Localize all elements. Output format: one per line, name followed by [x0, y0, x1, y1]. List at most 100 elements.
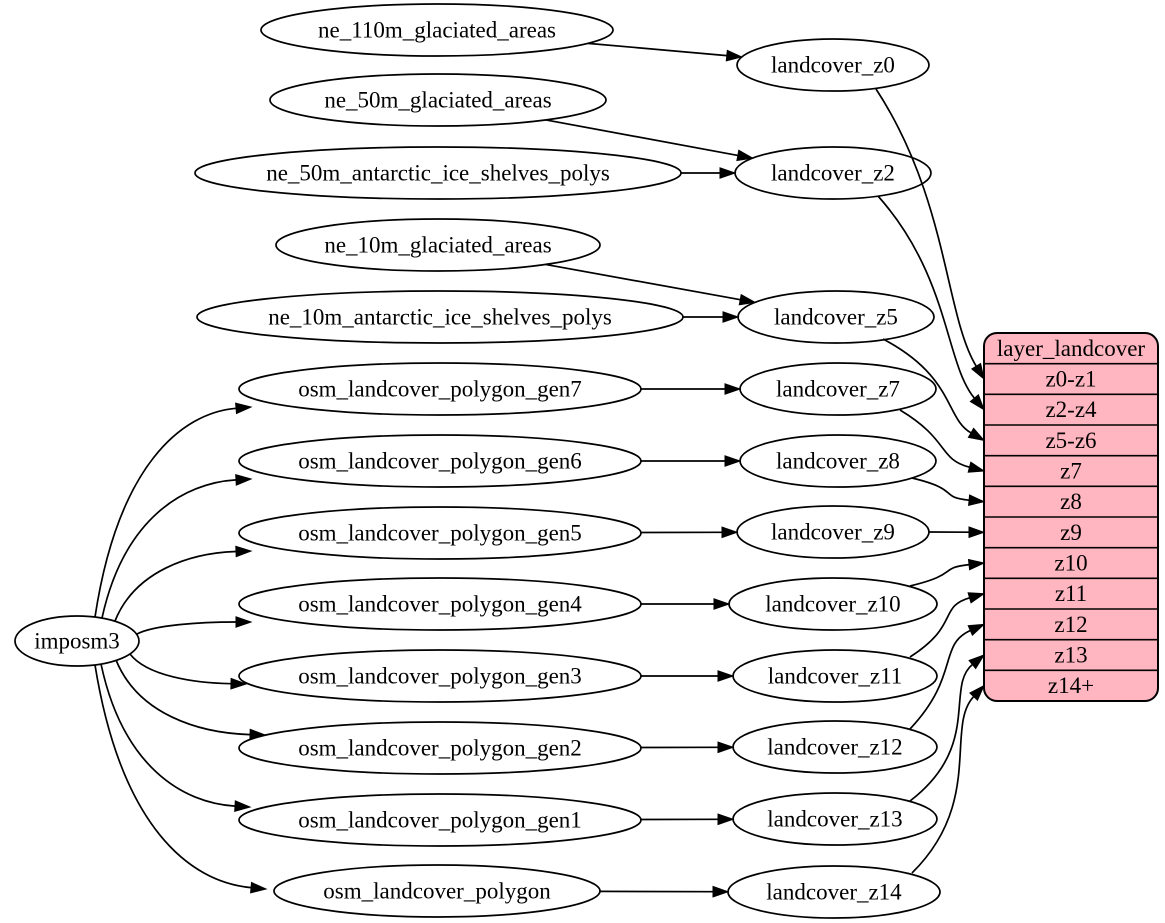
edge-line [94, 407, 237, 618]
node-osm_landcover_polygon_gen1: osm_landcover_polygon_gen1 [238, 793, 642, 847]
node-landcover_z2: landcover_z2 [734, 146, 932, 200]
edge-imposm3-to-osm_landcover_polygon_gen3 [129, 653, 248, 690]
edge-line [911, 477, 970, 502]
node-shape [260, 3, 614, 57]
arrowhead-icon [250, 881, 268, 894]
arrowhead-icon [725, 49, 744, 62]
node-label: osm_landcover_polygon_gen2 [298, 736, 582, 761]
edge-imposm3-to-osm_landcover_polygon_gen6 [101, 474, 253, 619]
edge-line [100, 663, 236, 807]
edge-osm_landcover_polygon-to-landcover_z14 [599, 885, 730, 898]
edge-landcover_z5-to-z5-z6 [882, 338, 986, 442]
table-row-z10: z10 [1054, 551, 1087, 576]
node-label: landcover_z10 [765, 592, 900, 617]
arrowhead-icon [967, 592, 986, 604]
edge-landcover_z7-to-z7 [899, 409, 986, 473]
arrowhead-icon [230, 677, 248, 690]
edge-landcover_z8-to-z8 [911, 477, 986, 506]
node-landcover_z11: landcover_z11 [732, 649, 938, 703]
arrowhead-icon [969, 393, 985, 411]
arrowhead-icon [717, 813, 735, 826]
node-label: landcover_z13 [767, 807, 902, 832]
node-label: ne_50m_antarctic_ice_shelves_polys [266, 161, 610, 186]
node-label: osm_landcover_polygon_gen5 [298, 521, 582, 546]
node-label: ne_110m_glaciated_areas [318, 18, 556, 43]
node-ne_10m_antarctic_ice_shelves_polys: ne_10m_antarctic_ice_shelves_polys [196, 290, 684, 344]
arrowhead-icon [967, 461, 986, 473]
table-row-z11: z11 [1055, 581, 1087, 606]
node-osm_landcover_polygon_gen7: osm_landcover_polygon_gen7 [238, 362, 642, 416]
edge-line [114, 550, 237, 622]
edge-line [136, 621, 237, 635]
node-osm_landcover_polygon_gen3: osm_landcover_polygon_gen3 [238, 649, 642, 703]
node-label: landcover_z9 [771, 520, 895, 545]
edge-imposm3-to-osm_landcover_polygon_gen2 [115, 659, 267, 741]
node-shape [269, 73, 607, 127]
edge-line [909, 629, 971, 730]
table-layer_landcover: layer_landcoverz0-z1z2-z4z5-z6z7z8z9z10z… [983, 332, 1159, 702]
node-label: osm_landcover_polygon_gen3 [298, 664, 582, 689]
edge-osm_landcover_polygon_gen2-to-landcover_z12 [640, 741, 735, 754]
node-landcover_z10: landcover_z10 [728, 577, 938, 631]
node-imposm3: imposm3 [14, 615, 140, 667]
edge-ne_10m_glaciated_areas-to-landcover_z5 [545, 263, 757, 306]
edge-line [94, 664, 252, 889]
edge-landcover_z0-to-z0-z1 [875, 88, 985, 381]
node-shape [736, 38, 930, 92]
table-row-z0-z1: z0-z1 [1045, 367, 1096, 392]
arrowhead-icon [724, 383, 742, 395]
edge-landcover_z12-to-z12 [909, 623, 986, 730]
edge-line [909, 596, 970, 658]
edge-osm_landcover_polygon_gen1-to-landcover_z13 [640, 813, 735, 826]
arrowhead-icon [717, 670, 735, 682]
edge-line [911, 696, 975, 874]
edge-landcover_z11-to-z11 [909, 592, 986, 658]
edge-imposm3-to-osm_landcover_polygon_gen4 [136, 616, 253, 635]
edge-ne_110m_glaciated_areas-to-landcover_z0 [587, 42, 744, 62]
arrowhead-icon [713, 598, 731, 610]
edge-imposm3-to-osm_landcover_polygon_gen1 [100, 663, 252, 812]
table-row-z12: z12 [1054, 612, 1087, 637]
node-shape [275, 218, 601, 272]
table-row-z8: z8 [1060, 489, 1082, 514]
node-label: landcover_z7 [776, 377, 900, 402]
node-label: ne_50m_glaciated_areas [324, 88, 551, 113]
node-osm_landcover_polygon_gen6: osm_landcover_polygon_gen6 [238, 434, 642, 488]
node-ne_10m_glaciated_areas: ne_10m_glaciated_areas [275, 218, 601, 272]
node-landcover_z9: landcover_z9 [736, 505, 930, 559]
arrowhead-icon [967, 427, 986, 442]
node-label: landcover_z2 [771, 161, 895, 186]
edge-line [875, 88, 977, 367]
edges [94, 42, 986, 898]
edge-ne_10m_antarctic_ice_shelves_polys-to-landcover_z5 [683, 311, 740, 323]
node-label: osm_landcover_polygon_gen1 [298, 808, 582, 833]
table-row-z14+: z14+ [1048, 673, 1094, 698]
node-landcover_z12: landcover_z12 [732, 720, 938, 774]
edge-imposm3-to-osm_landcover_polygon_gen5 [114, 545, 253, 622]
edge-landcover_z10-to-z10 [909, 558, 986, 587]
edge-line [545, 263, 741, 301]
arrowhead-icon [235, 545, 253, 558]
node-osm_landcover_polygon: osm_landcover_polygon [273, 864, 601, 918]
edge-landcover_z2-to-z2-z4 [877, 195, 985, 411]
node-label: osm_landcover_polygon_gen7 [298, 377, 582, 402]
edge-line [909, 663, 973, 802]
edge-line [877, 195, 976, 399]
edge-ne_50m_antarctic_ice_shelves_polys-to-landcover_z2 [681, 167, 737, 179]
table-row-z7: z7 [1060, 459, 1082, 484]
edge-osm_landcover_polygon_gen3-to-landcover_z11 [641, 670, 735, 682]
arrowhead-icon [967, 623, 986, 637]
node-label: landcover_z12 [767, 735, 902, 760]
arrowhead-icon [234, 800, 252, 812]
node-label: landcover_z8 [776, 449, 900, 474]
arrowhead-icon [712, 885, 730, 898]
arrowhead-icon [235, 402, 253, 415]
node-ne_50m_antarctic_ice_shelves_polys: ne_50m_antarctic_ice_shelves_polys [194, 146, 682, 200]
edge-osm_landcover_polygon_gen5-to-landcover_z9 [640, 526, 739, 539]
arrowhead-icon [967, 558, 986, 571]
arrowhead-icon [249, 728, 267, 741]
arrowhead-icon [719, 167, 737, 179]
arrowhead-icon [721, 526, 739, 539]
